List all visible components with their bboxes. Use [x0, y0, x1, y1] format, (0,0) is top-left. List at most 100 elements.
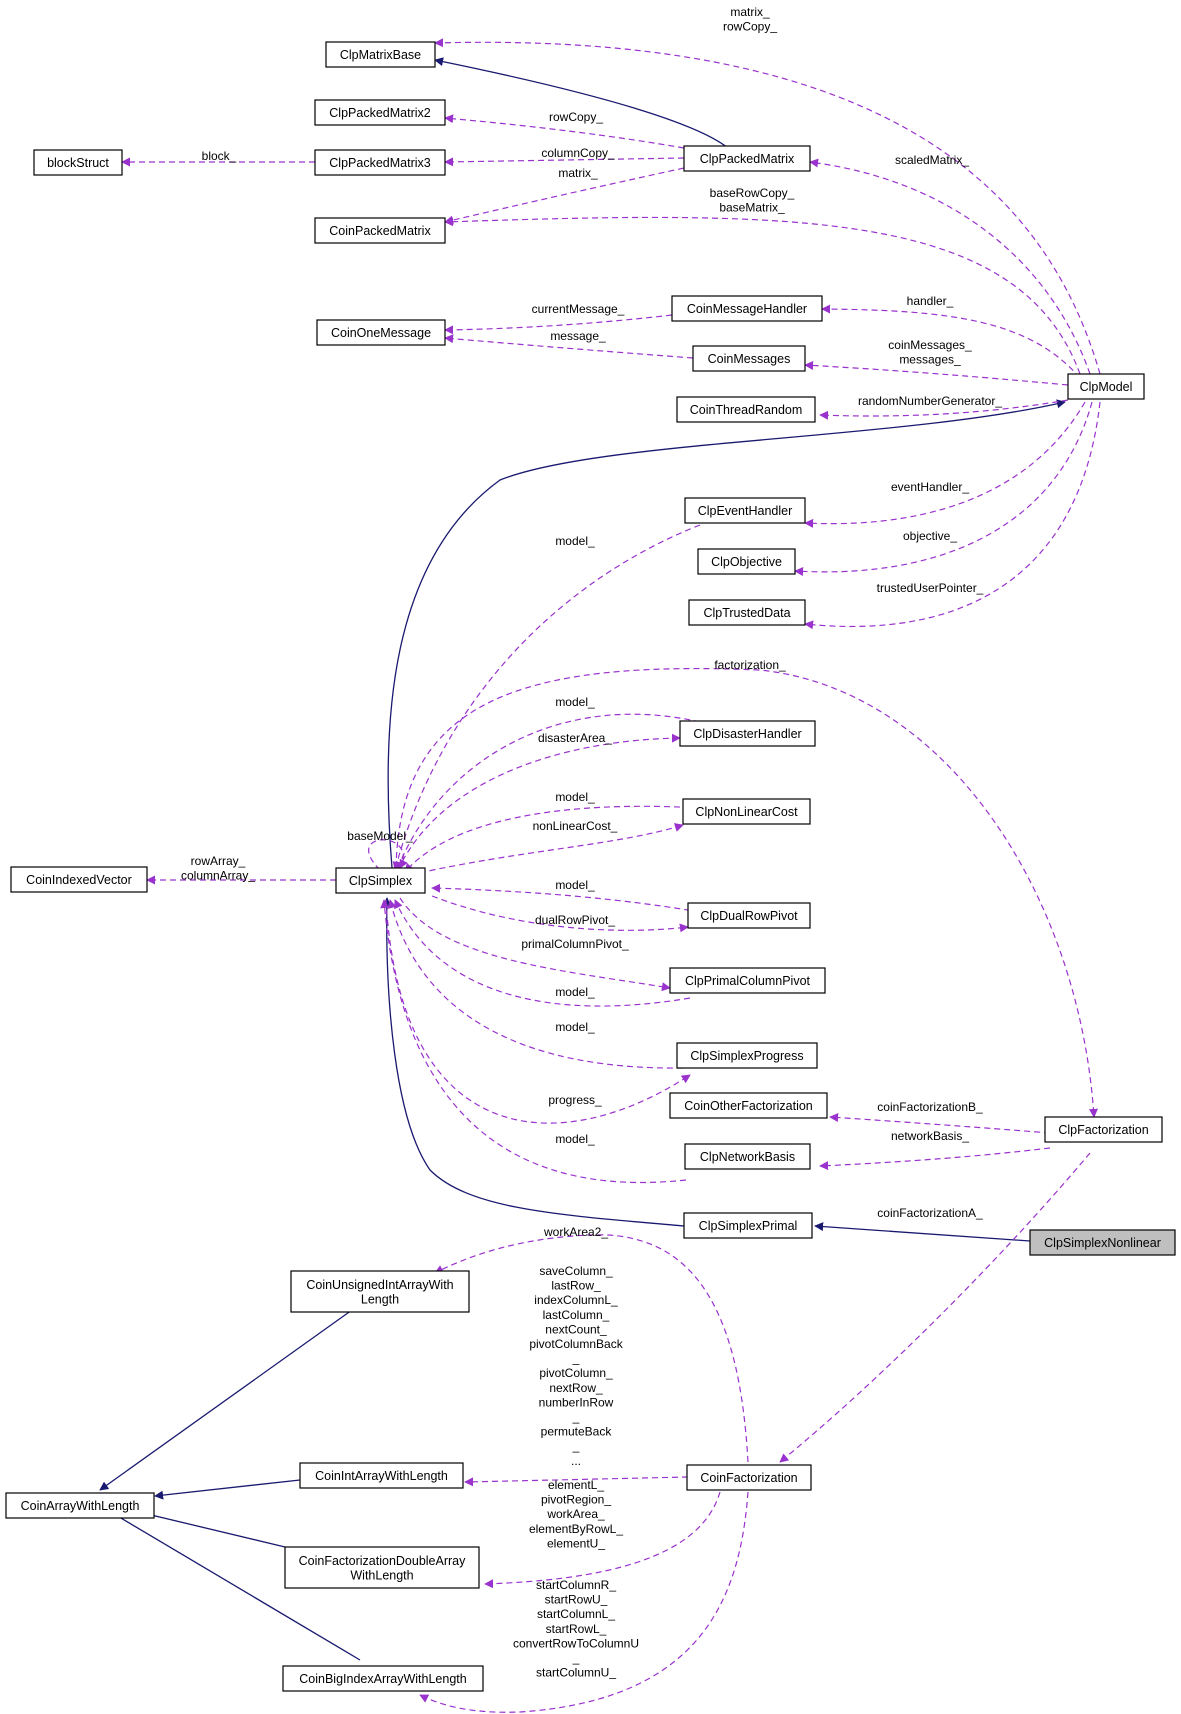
edge-label-line: pivotRegion_	[541, 1493, 611, 1507]
node-coinfactorization[interactable]: CoinFactorization	[686, 1464, 812, 1491]
node-clpmatrixbase[interactable]: ClpMatrixBase	[325, 41, 436, 68]
edge-clppackedmatrix-to-clpmatrixbase	[434, 57, 729, 149]
node-coinotherfactorization[interactable]: CoinOtherFactorization	[669, 1092, 828, 1119]
edge-label-line: workArea2_	[543, 1225, 608, 1239]
node-clppackedmatrix[interactable]: ClpPackedMatrix	[683, 145, 811, 172]
node-clpsimplexnonlinear[interactable]: ClpSimplexNonlinear	[1029, 1229, 1176, 1256]
node-clpdualrowpivot[interactable]: ClpDualRowPivot	[687, 902, 811, 929]
label-dualrowpivot: dualRowPivot_	[535, 913, 615, 927]
node-clpfactorization[interactable]: ClpFactorization	[1044, 1116, 1163, 1143]
node-label-line: CoinArrayWithLength	[21, 1499, 140, 1513]
edge-label-line: primalColumnPivot_	[521, 937, 629, 951]
node-clpmodel[interactable]: ClpModel	[1067, 373, 1145, 400]
edge-coinunsigned-to-coinarray	[99, 1309, 353, 1491]
edge-label-line: nextRow_	[549, 1381, 603, 1395]
edge-label-line: pivotColumnBack	[529, 1337, 623, 1351]
edge-coinfactorization-intarrays	[464, 1476, 689, 1487]
edge-label-line: factorization_	[714, 658, 786, 672]
label-objective: objective_	[903, 529, 957, 543]
label-networkbasis: networkBasis_	[891, 1129, 969, 1143]
node-coinarraywithlength[interactable]: CoinArrayWithLength	[5, 1492, 155, 1519]
node-label-line: ClpModel	[1080, 380, 1133, 394]
node-clpsimplexprogress[interactable]: ClpSimplexProgress	[676, 1042, 818, 1069]
node-clppackedmatrix2[interactable]: ClpPackedMatrix2	[314, 99, 446, 126]
node-label-line: CoinMessageHandler	[687, 302, 807, 316]
node-label-line: ClpSimplexProgress	[690, 1049, 803, 1063]
label-scaledmatrix: scaledMatrix_	[895, 153, 969, 167]
edge-clpsimplex-basemodel	[368, 839, 408, 871]
edge-label-line: currentMessage_	[532, 302, 625, 316]
node-clpobjective[interactable]: ClpObjective	[697, 548, 796, 575]
edge-clpsimplexprimal-to-clpsimplex	[382, 897, 685, 1227]
edge-label-line: model_	[555, 695, 595, 709]
node-label-line: ClpSimplexNonlinear	[1044, 1236, 1161, 1250]
edge-label-line: elementU_	[547, 1536, 605, 1550]
node-label-line: CoinOtherFactorization	[684, 1099, 813, 1113]
edge-label-line: startColumnL_	[537, 1607, 615, 1621]
edge-label-line: lastRow_	[551, 1279, 601, 1293]
label-coinfactorizationb: coinFactorizationB_	[877, 1100, 983, 1114]
node-coinpackedmatrix[interactable]: CoinPackedMatrix	[314, 217, 446, 244]
node-label-line: ClpFactorization	[1058, 1123, 1148, 1137]
node-coinonemessage[interactable]: CoinOneMessage	[316, 319, 446, 346]
node-label-line: ClpMatrixBase	[340, 48, 421, 62]
edge-clpnonlinear-model	[404, 805, 701, 873]
edge-clpeventhandler-model	[392, 524, 701, 871]
node-label-line: ClpNonLinearCost	[695, 805, 798, 819]
label-rowarray: rowArray_columnArray_	[181, 854, 255, 883]
label-doublearrays: elementL_pivotRegion_workArea_elementByR…	[529, 1478, 623, 1550]
node-coinmessagehandler[interactable]: CoinMessageHandler	[671, 295, 823, 322]
node-coinbigindexarraywithlength[interactable]: CoinBigIndexArrayWithLength	[282, 1665, 484, 1692]
edge-label-line: nonLinearCost_	[533, 819, 618, 833]
node-label-line: CoinIntArrayWithLength	[315, 1469, 448, 1483]
label-rowcopy: rowCopy_	[549, 110, 603, 124]
label-trusteduserpointer: trustedUserPointer_	[877, 581, 984, 595]
label-matrix-rowcopy: matrix_rowCopy_	[723, 5, 777, 34]
edge-coinfactorization-doublearrays	[484, 1491, 721, 1589]
node-clppackedmatrix3[interactable]: ClpPackedMatrix3	[314, 149, 446, 176]
node-cointhreadrandom[interactable]: CoinThreadRandom	[676, 396, 816, 423]
node-label-line: CoinPackedMatrix	[329, 224, 431, 238]
edge-coinfactorization-workarea2	[434, 1234, 749, 1463]
node-clpprimalcolumnpivot[interactable]: ClpPrimalColumnPivot	[669, 967, 826, 994]
edge-clpmodel-scaledmatrix	[809, 158, 1091, 375]
node-label-line: ClpPackedMatrix	[700, 152, 795, 166]
node-label-line: WithLength	[350, 1568, 413, 1582]
node-clpeventhandler[interactable]: ClpEventHandler	[684, 497, 806, 524]
edge-coinbigindex-to-coinarray	[103, 1507, 361, 1661]
label-currentmessage: currentMessage_	[532, 302, 625, 316]
label-message: message_	[550, 329, 606, 343]
label-block: block_	[202, 149, 237, 163]
edge-label-line: ...	[571, 1454, 581, 1468]
label-nonlinearcost: nonLinearCost_	[533, 819, 618, 833]
node-coinmessages[interactable]: CoinMessages	[692, 345, 806, 372]
edge-label-line: matrix_	[730, 5, 770, 19]
node-clpdisasterhandler[interactable]: ClpDisasterHandler	[679, 720, 816, 747]
edge-label-line: model_	[555, 985, 595, 999]
edge-clpfactorization-coinfactorizationb	[829, 1113, 1051, 1134]
label-coinfactorizationa: coinFactorizationA_	[877, 1206, 983, 1220]
node-clpsimplexprimal[interactable]: ClpSimplexPrimal	[683, 1212, 813, 1239]
edge-label-line: convertRowToColumnU	[513, 1636, 639, 1650]
edge-label-line: randomNumberGenerator_	[858, 394, 1002, 408]
node-blockstruct[interactable]: blockStruct	[33, 149, 123, 176]
edge-label-line: rowCopy_	[723, 20, 777, 34]
edge-label-line: message_	[550, 329, 606, 343]
node-clpnetworkbasis[interactable]: ClpNetworkBasis	[684, 1143, 811, 1170]
edge-label-line: numberInRow	[539, 1395, 614, 1409]
node-coinindexedvector[interactable]: CoinIndexedVector	[10, 866, 148, 893]
edge-label-line: startColumnU_	[536, 1666, 616, 1680]
node-cointintarraywithlength[interactable]: CoinIntArrayWithLength	[299, 1462, 464, 1489]
edge-clpdualrow-model	[431, 883, 701, 913]
label-bigindexarrays: startColumnR_startRowU_startColumnL_star…	[513, 1578, 639, 1680]
edge-label-line: trustedUserPointer_	[877, 581, 984, 595]
node-label-line: ClpNetworkBasis	[700, 1150, 795, 1164]
edge-label-line: model_	[555, 1020, 595, 1034]
edge-clpnetwork-model	[380, 899, 687, 1184]
edge-clpmodel-random	[819, 399, 1069, 420]
node-clptrusteddata[interactable]: ClpTrustedData	[688, 599, 806, 626]
node-clpsimplex[interactable]: ClpSimplex	[335, 867, 426, 894]
node-clpnonlinearcost[interactable]: ClpNonLinearCost	[682, 798, 811, 825]
